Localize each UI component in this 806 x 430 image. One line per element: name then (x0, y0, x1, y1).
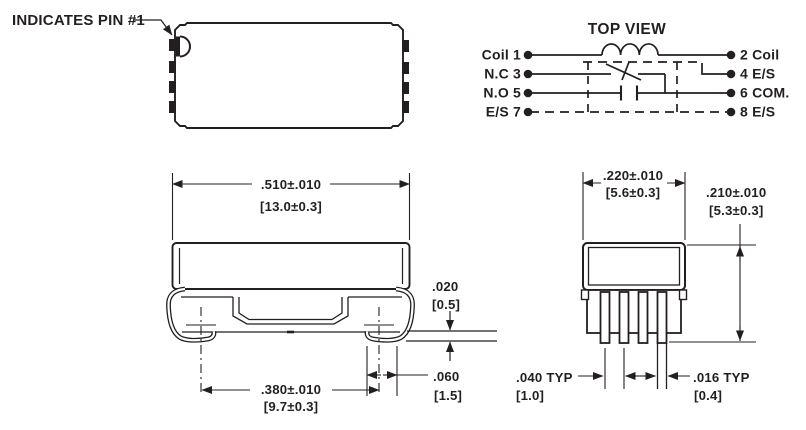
schematic-pin-labels-left: Coil 1 N.C 3 N.O 5 E/S 7 (482, 47, 521, 120)
nc-wire (530, 73, 666, 93)
dim-foot-length-mm: [1.5] (434, 388, 462, 403)
end-view (578, 172, 756, 389)
pin-pad (402, 62, 409, 74)
nc-contact-blade (605, 63, 642, 81)
pin-pad (402, 40, 409, 52)
pin-label-no5: N.O 5 (483, 85, 521, 101)
package-pins-left (169, 39, 176, 113)
dim-standoff-in: .020 (432, 279, 458, 294)
no-contact-bars (619, 85, 639, 101)
side-view (166, 173, 497, 396)
package-top-view (133, 19, 409, 129)
pin-dot (726, 107, 736, 117)
lead-centerline-extensions (604, 348, 625, 389)
pin-label-nc3: N.C 3 (484, 66, 521, 82)
side-lead-right (364, 286, 415, 343)
pin-dot (726, 69, 736, 79)
end-lead (599, 291, 611, 344)
dim-lead-thickness-in: .016 TYP (693, 370, 750, 385)
end-body-inner (587, 246, 681, 286)
inductor-coil (601, 43, 659, 56)
end-lead (618, 291, 630, 344)
shield-pin4-hook (701, 63, 729, 75)
end-lead (656, 291, 668, 344)
pin-label-coil1: Coil 1 (482, 47, 521, 63)
pin1-leader-line (133, 19, 173, 36)
dim-standoff-mm: [0.5] (432, 297, 460, 312)
schematic-title: TOP VIEW (588, 21, 666, 38)
pin-dot (523, 69, 533, 79)
pin-pad (169, 101, 176, 113)
dim-overall-width (171, 173, 411, 240)
schematic-pin-labels-right: 2 Coil 4 E/S 6 COM. 8 E/S (740, 47, 789, 120)
dim-overall-height-in: .210±.010 (706, 185, 766, 200)
dim-body-width-in: .220±.010 (603, 168, 663, 183)
pin1-callout-label: INDICATES PIN #1 (12, 12, 145, 29)
nc-contact-tick (621, 61, 630, 81)
side-body-endcaps (178, 248, 404, 284)
end-lead (637, 291, 649, 344)
side-body (171, 242, 411, 290)
dim-body-width-mm: [5.6±0.3] (606, 185, 661, 200)
dim-overall-width-mm: [13.0±0.3] (260, 199, 322, 214)
base-channel (232, 297, 349, 325)
dim-lead-pitch-mm: [1.0] (516, 388, 544, 403)
pin-pad (402, 82, 409, 94)
lead-centerlines (186, 307, 394, 393)
end-side-tab-right (678, 289, 688, 301)
dim-foot-length-in: .060 (433, 369, 459, 384)
end-leads (599, 291, 668, 344)
pin-label-es7: E/S 7 (486, 104, 521, 120)
dim-standoff (406, 311, 497, 361)
pin-label-6com: 6 COM. (740, 85, 789, 101)
pin-pad (169, 81, 176, 93)
dim-body-width (582, 172, 686, 240)
end-body-outer (582, 242, 686, 291)
pin1-marker-icon (176, 35, 191, 58)
dim-overall-height (669, 224, 756, 343)
dim-overall-width-in: .510±.010 (261, 177, 321, 192)
pin-pad (169, 39, 176, 51)
pin-dots (523, 50, 736, 117)
dim-lead-thickness-mm: [0.4] (694, 388, 722, 403)
pin-dot (523, 50, 533, 60)
pin-dot (523, 88, 533, 98)
side-lead-left (166, 286, 217, 343)
pin-label-8es: 8 E/S (740, 104, 775, 120)
dim-lead-pitch-in: .040 TYP (516, 370, 573, 385)
dim-lead-centers-in: .380±.010 (261, 382, 321, 397)
schematic-top-view (523, 43, 736, 117)
pin-dot (726, 88, 736, 98)
pin-pad (169, 61, 176, 73)
pin-label-2coil: 2 Coil (740, 47, 779, 63)
dim-foot-length (366, 346, 428, 396)
package-outline (174, 22, 404, 129)
pin-pad (402, 101, 409, 113)
lead4-edge-extensions (656, 343, 668, 389)
pin-dot (726, 50, 736, 60)
dim-overall-height-mm: [5.3±0.3] (709, 203, 764, 218)
end-side-tab-left (580, 289, 590, 301)
package-pins-right (402, 40, 409, 113)
dim-lead-centers-mm: [9.7±0.3] (264, 399, 319, 414)
pin-dot (523, 107, 533, 117)
pin-label-4es: 4 E/S (740, 66, 775, 82)
